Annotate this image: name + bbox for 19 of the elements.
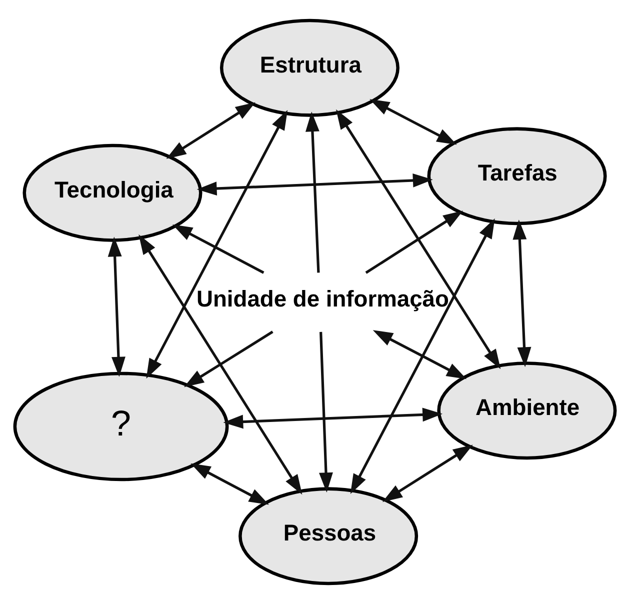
arrow bbox=[512, 220, 532, 368]
arrow bbox=[166, 102, 256, 159]
arrow bbox=[190, 463, 269, 505]
arrow bbox=[146, 110, 288, 379]
arrow bbox=[372, 330, 467, 380]
arrow bbox=[184, 330, 274, 388]
arrow bbox=[382, 444, 473, 502]
arrow bbox=[305, 112, 320, 273]
arrow bbox=[350, 218, 495, 494]
arrow bbox=[172, 224, 264, 274]
arrow bbox=[370, 99, 457, 145]
arrow bbox=[138, 234, 302, 495]
arrow bbox=[108, 236, 126, 377]
arrow bbox=[336, 109, 501, 370]
arrow bbox=[365, 210, 464, 274]
arrow bbox=[319, 332, 333, 493]
arrow bbox=[223, 408, 443, 429]
node-text: Unidade de informação bbox=[196, 286, 449, 312]
arrow bbox=[196, 173, 433, 196]
